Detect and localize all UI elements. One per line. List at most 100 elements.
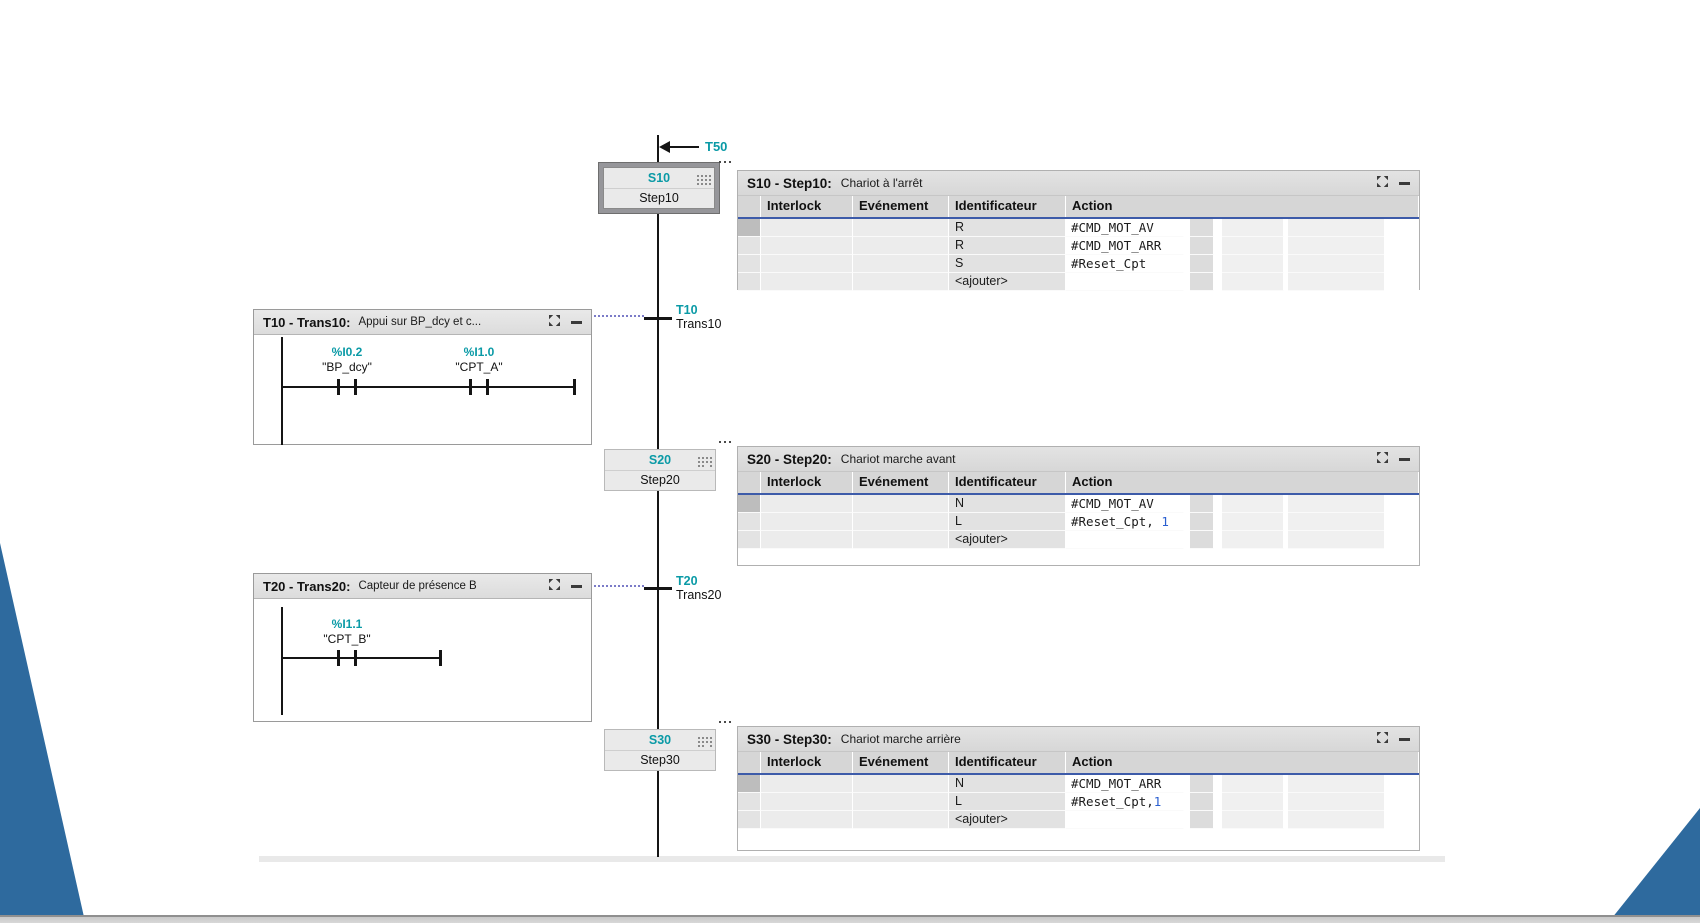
transition-tick-t20[interactable] (644, 587, 672, 590)
contact-icon[interactable] (354, 650, 357, 666)
expand-icon[interactable] (549, 577, 560, 595)
minimize-icon[interactable] (571, 320, 582, 324)
action-cell[interactable]: #CMD_MOT_AV (1066, 219, 1184, 237)
action-table-icon[interactable] (696, 172, 711, 185)
col-action: Action (1066, 196, 1419, 217)
col-evenement: Evénement (853, 196, 949, 217)
slide-footer-bar (0, 915, 1700, 923)
transition-id: T20 (676, 574, 698, 588)
minimize-icon[interactable] (1399, 737, 1410, 741)
qualifier-cell[interactable]: N (949, 775, 1066, 793)
action-table-s20: S20 - Step20: Chariot marche avant Inter… (737, 446, 1420, 566)
action-cell[interactable]: #Reset_Cpt (1066, 255, 1184, 273)
action-row[interactable]: S #Reset_Cpt (738, 255, 1419, 273)
contact-tag[interactable]: "CPT_A" (455, 360, 503, 374)
add-action-cell[interactable]: <ajouter> (949, 273, 1066, 291)
col-action: Action (1066, 472, 1419, 493)
transition-window-titlebar[interactable]: T20 - Trans20: Capteur de présence B (254, 574, 591, 599)
action-table-comment: Chariot marche arrière (840, 732, 961, 746)
action-row[interactable]: R #CMD_MOT_ARR (738, 237, 1419, 255)
action-row[interactable]: N #CMD_MOT_AV (738, 495, 1419, 513)
qualifier-cell[interactable]: R (949, 237, 1066, 255)
add-action-cell[interactable]: <ajouter> (949, 811, 1066, 829)
contact-tag[interactable]: "BP_dcy" (322, 360, 372, 374)
transition-comment: Capteur de présence B (358, 580, 477, 592)
transition-node-t10[interactable]: T10 Trans10 (676, 303, 721, 331)
contact-icon[interactable] (354, 379, 357, 395)
action-cell[interactable]: #CMD_MOT_ARR (1066, 775, 1184, 793)
sequence-line (657, 135, 659, 857)
action-row-add[interactable]: <ajouter> (738, 811, 1419, 829)
power-rail (281, 337, 283, 445)
action-cell[interactable]: #CMD_MOT_AV (1066, 495, 1184, 513)
expand-icon[interactable] (1377, 730, 1388, 748)
contact-address[interactable]: %I0.2 (331, 345, 363, 359)
action-table-s10: S10 - Step10: Chariot à l'arrêt Interloc… (737, 170, 1420, 291)
slide-corner-triangle-left (0, 543, 84, 917)
table-anchor-dots-icon (719, 161, 721, 163)
transition-title: T20 - Trans20: (263, 578, 351, 594)
minimize-icon[interactable] (1399, 181, 1410, 185)
transition-name: Trans10 (676, 317, 722, 331)
action-table-titlebar[interactable]: S30 - Step30: Chariot marche arrière (738, 727, 1419, 752)
action-table-comment: Chariot à l'arrêt (840, 176, 923, 190)
expand-icon[interactable] (549, 313, 560, 331)
qualifier-cell[interactable]: L (949, 793, 1066, 811)
action-row[interactable]: L #Reset_Cpt,1 (738, 793, 1419, 811)
action-cell[interactable]: #Reset_Cpt, 1 (1066, 513, 1184, 531)
transition-tick-t10[interactable] (644, 317, 672, 320)
qualifier-cell[interactable]: L (949, 513, 1066, 531)
action-table-header: Interlock Evénement Identificateur Actio… (738, 196, 1419, 219)
jump-transition-label[interactable]: T50 (705, 139, 728, 154)
jump-arrow-icon (659, 141, 670, 153)
qualifier-cell[interactable]: S (949, 255, 1066, 273)
step-box-s20[interactable]: S20 Step20 (604, 449, 716, 491)
rung-end-bar (573, 379, 576, 395)
action-table-header: Interlock Evénement Identificateur Actio… (738, 472, 1419, 495)
action-table-icon[interactable] (697, 454, 712, 467)
action-row[interactable]: N #CMD_MOT_ARR (738, 775, 1419, 793)
action-row[interactable]: R #CMD_MOT_AV (738, 219, 1419, 237)
contact-tag[interactable]: "CPT_B" (323, 632, 371, 646)
step-id: S30 (648, 733, 672, 747)
minimize-icon[interactable] (1399, 457, 1410, 461)
dotted-connector-t10 (594, 315, 644, 317)
contact-icon[interactable] (337, 650, 340, 666)
qualifier-cell[interactable]: R (949, 219, 1066, 237)
step-name: Step30 (640, 753, 680, 767)
action-row[interactable]: L #Reset_Cpt, 1 (738, 513, 1419, 531)
contact-address[interactable]: %I1.0 (463, 345, 495, 359)
power-rail (281, 607, 283, 715)
ladder-network: %I0.2 "BP_dcy" %I1.0 "CPT_A" (254, 335, 591, 445)
action-table-titlebar[interactable]: S20 - Step20: Chariot marche avant (738, 447, 1419, 472)
action-table-icon[interactable] (697, 734, 712, 747)
action-cell[interactable] (1066, 273, 1184, 291)
action-row-add[interactable]: <ajouter> (738, 273, 1419, 291)
step-box-s10[interactable]: S10 Step10 (598, 162, 720, 214)
transition-node-t20[interactable]: T20 Trans20 (676, 574, 721, 602)
col-identificateur: Identificateur (949, 472, 1066, 493)
add-action-cell[interactable]: <ajouter> (949, 531, 1066, 549)
action-cell[interactable] (1066, 531, 1184, 549)
action-cell[interactable]: #Reset_Cpt,1 (1066, 793, 1184, 811)
transition-window-t20: T20 - Trans20: Capteur de présence B %I1… (253, 573, 592, 722)
col-evenement: Evénement (853, 752, 949, 773)
rung-line (281, 657, 441, 659)
action-cell[interactable] (1066, 811, 1184, 829)
action-row-add[interactable]: <ajouter> (738, 531, 1419, 549)
action-table-titlebar[interactable]: S10 - Step10: Chariot à l'arrêt (738, 171, 1419, 196)
contact-icon[interactable] (486, 379, 489, 395)
expand-icon[interactable] (1377, 174, 1388, 192)
step-box-s30[interactable]: S30 Step30 (604, 729, 716, 771)
contact-address[interactable]: %I1.1 (331, 617, 363, 631)
qualifier-cell[interactable]: N (949, 495, 1066, 513)
transition-window-titlebar[interactable]: T10 - Trans10: Appui sur BP_dcy et c... (254, 310, 591, 335)
contact-icon[interactable] (469, 379, 472, 395)
contact-icon[interactable] (337, 379, 340, 395)
action-table-title: S20 - Step20: (747, 451, 832, 467)
minimize-icon[interactable] (571, 584, 582, 588)
transition-comment: Appui sur BP_dcy et c... (358, 316, 482, 328)
expand-icon[interactable] (1377, 450, 1388, 468)
slide-corner-triangle-right (1612, 808, 1700, 918)
action-cell[interactable]: #CMD_MOT_ARR (1066, 237, 1184, 255)
